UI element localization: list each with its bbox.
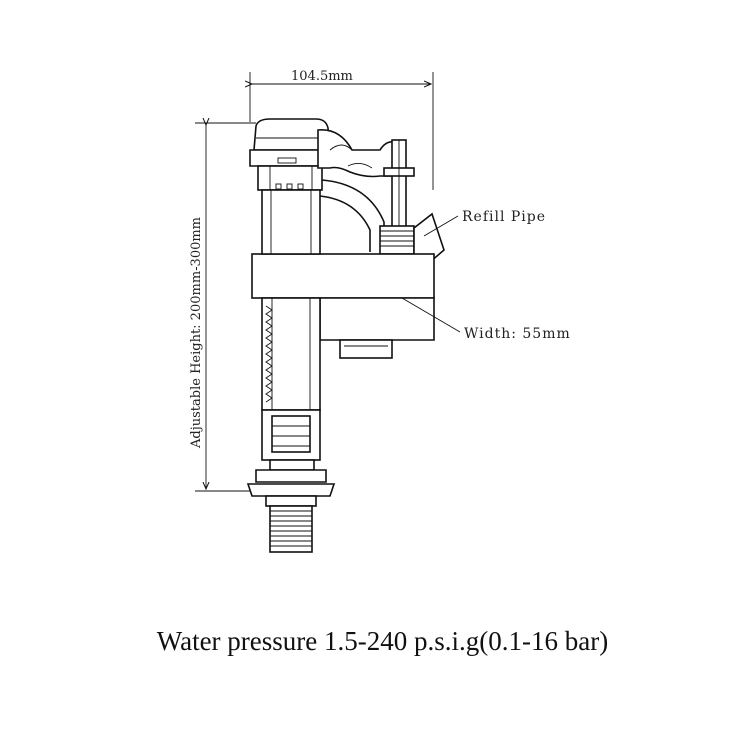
refill-pipe-callout: Refill Pipe — [423, 209, 546, 237]
width-dimension-label: 104.5mm — [291, 69, 353, 84]
water-pressure-caption: Water pressure 1.5-240 p.s.i.g(0.1-16 ba… — [156, 626, 609, 656]
valve-stem — [261, 189, 321, 471]
float-lever — [317, 129, 415, 233]
height-dimension: Adjustable Height: 200mm-300mm — [189, 123, 256, 492]
width-callout: Width: 55mm — [401, 297, 571, 342]
base-shank — [246, 469, 336, 553]
stem-teeth — [265, 305, 273, 403]
valve-shroud — [319, 179, 385, 252]
valve-head: CL — [249, 118, 335, 202]
refill-nozzle — [379, 212, 445, 263]
float-cup — [251, 253, 435, 359]
width-label: Width: 55mm — [464, 326, 571, 342]
height-dimension-label: Adjustable Height: 200mm-300mm — [189, 217, 204, 449]
width-dimension: 104.5mm — [250, 69, 434, 190]
refill-pipe-label: Refill Pipe — [462, 209, 546, 225]
